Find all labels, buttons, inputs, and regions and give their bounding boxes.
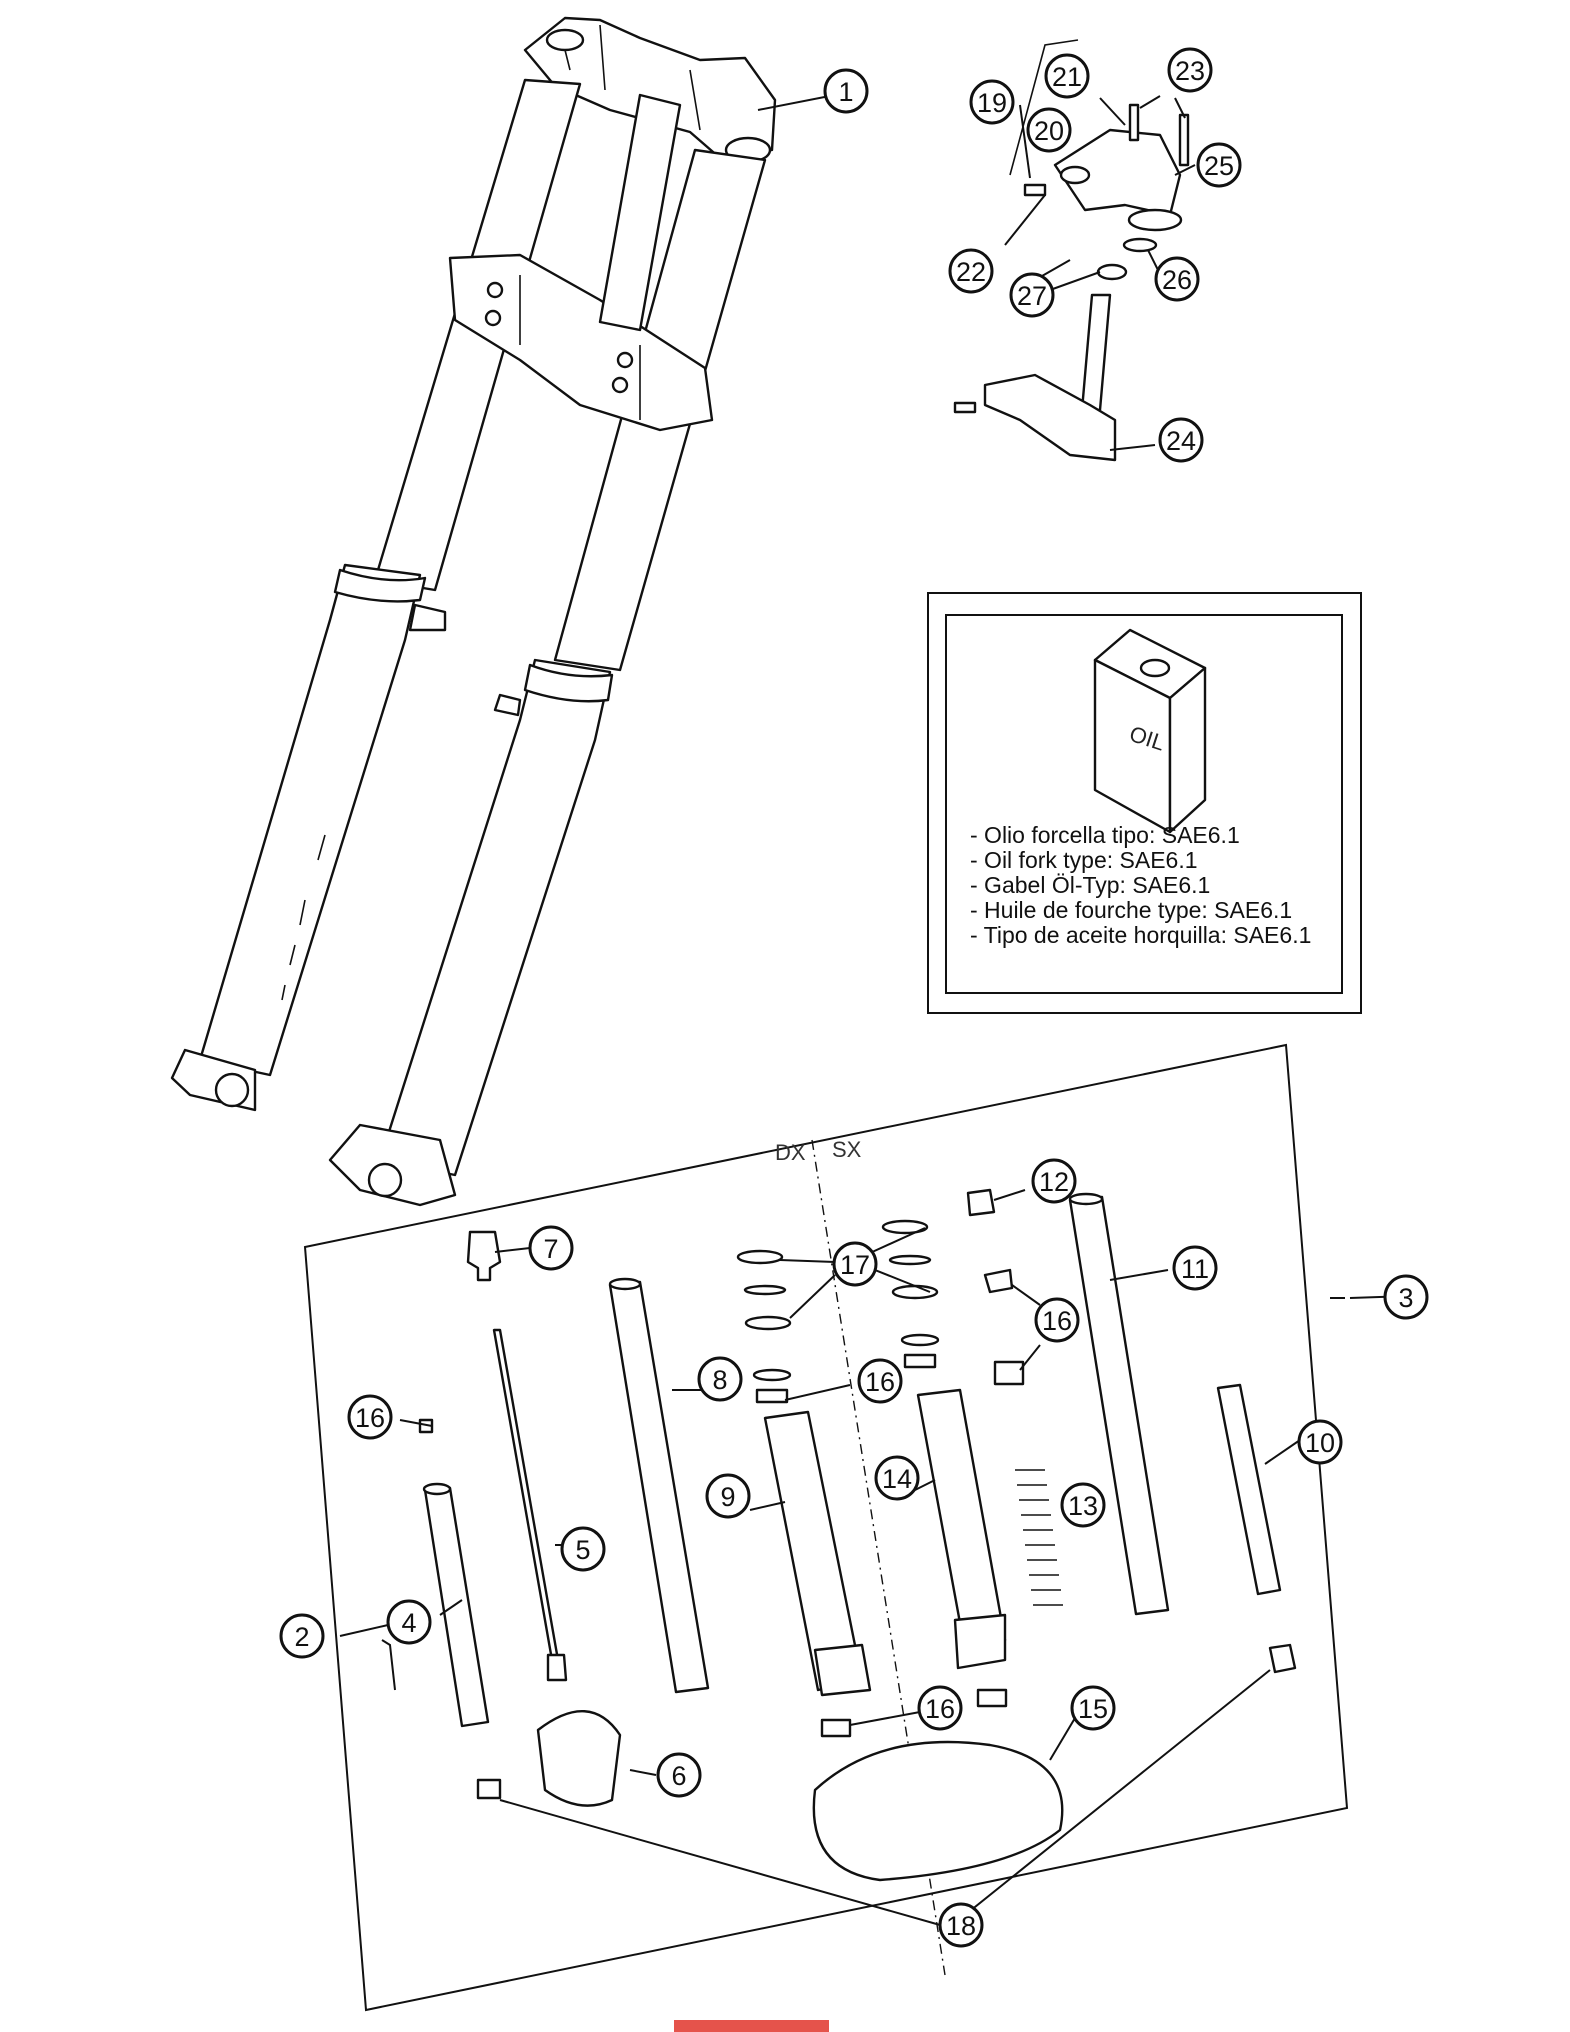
svg-text:7: 7 <box>543 1234 558 1264</box>
part-7-cap <box>466 1230 502 1282</box>
part-10-cartridge <box>1216 1383 1282 1596</box>
oil-note-line-es: - Tipo de aceite horquilla: SAE6.1 <box>970 922 1311 948</box>
svg-text:26: 26 <box>1162 265 1192 295</box>
stem-shaft <box>1080 293 1112 412</box>
svg-text:19: 19 <box>977 88 1007 118</box>
part-13-spring <box>1015 1469 1063 1606</box>
callout-13: 13 <box>1060 1482 1106 1528</box>
callout-2: 2 <box>279 1613 325 1659</box>
lower-triple-clamp <box>448 253 714 432</box>
callout-16-right: 16 <box>1034 1297 1080 1343</box>
svg-text:23: 23 <box>1175 56 1205 86</box>
svg-text:6: 6 <box>671 1761 686 1791</box>
callout-4: 4 <box>386 1599 432 1645</box>
svg-text:5: 5 <box>575 1535 590 1565</box>
svg-text:10: 10 <box>1305 1428 1335 1458</box>
svg-text:16: 16 <box>355 1403 385 1433</box>
oil-note-line-de: - Gabel Öl-Typ: SAE6.1 <box>970 872 1210 898</box>
steering-stem-exploded <box>953 39 1190 462</box>
callout-5: 5 <box>560 1526 606 1572</box>
svg-text:15: 15 <box>1078 1694 1108 1724</box>
svg-text:2: 2 <box>294 1622 309 1652</box>
callout-25: 25 <box>1196 142 1242 188</box>
svg-text:13: 13 <box>1068 1491 1098 1521</box>
callout-19: 19 <box>969 79 1015 125</box>
callout-21: 21 <box>1044 53 1090 99</box>
svg-text:16: 16 <box>1042 1306 1072 1336</box>
callout-22: 22 <box>948 248 994 294</box>
svg-text:21: 21 <box>1052 62 1082 92</box>
callout-23: 23 <box>1167 47 1213 93</box>
svg-text:16: 16 <box>865 1367 895 1397</box>
callout-16-middle: 16 <box>857 1358 903 1404</box>
accent-tab <box>674 2020 829 2032</box>
svg-text:12: 12 <box>1039 1167 1069 1197</box>
svg-text:24: 24 <box>1166 426 1196 456</box>
part-6-valve-kit <box>536 1710 622 1807</box>
callout-18: 18 <box>938 1902 984 1948</box>
part-4-cartridge <box>423 1486 490 1728</box>
svg-text:17: 17 <box>840 1250 870 1280</box>
callout-14: 14 <box>874 1455 920 1501</box>
svg-text:14: 14 <box>882 1464 912 1494</box>
part-5-damper-rod <box>492 1328 560 1662</box>
upper-triple-clamp <box>523 16 777 160</box>
callout-1: 1 <box>823 68 869 114</box>
oil-note-line-it: - Olio forcella tipo: SAE6.1 <box>970 822 1240 848</box>
oil-note-panel: OIL - Olio forcella tipo: SAE6.1 - Oil f… <box>927 592 1362 1014</box>
svg-text:1: 1 <box>838 77 853 107</box>
callout-20: 20 <box>1026 107 1072 153</box>
callout-26: 26 <box>1154 256 1200 302</box>
svg-text:4: 4 <box>401 1608 416 1638</box>
svg-text:18: 18 <box>946 1911 976 1941</box>
svg-text:8: 8 <box>712 1365 727 1395</box>
svg-text:9: 9 <box>720 1482 735 1512</box>
callout-10: 10 <box>1297 1419 1343 1465</box>
callout-7: 7 <box>528 1225 574 1271</box>
part-14-outer-leg <box>916 1388 1007 1652</box>
callout-27: 27 <box>1009 272 1055 318</box>
fork-slider-right <box>378 658 612 1177</box>
callout-16-bottom: 16 <box>917 1685 963 1731</box>
callout-11: 11 <box>1172 1245 1218 1291</box>
svg-text:11: 11 <box>1181 1254 1209 1284</box>
svg-text:25: 25 <box>1204 151 1234 181</box>
upper-clamp-small <box>1053 128 1182 217</box>
oil-note-line-fr: - Huile de fourche type: SAE6.1 <box>970 897 1292 923</box>
callout-3: 3 <box>1383 1274 1429 1320</box>
callout-8: 8 <box>697 1356 743 1402</box>
svg-text:20: 20 <box>1034 116 1064 146</box>
part-15-valve-kit <box>812 1740 1064 1882</box>
side-label-sx: SX <box>832 1137 862 1162</box>
oil-note-line-en: - Oil fork type: SAE6.1 <box>970 847 1198 873</box>
svg-text:22: 22 <box>956 257 986 287</box>
svg-text:27: 27 <box>1017 281 1047 311</box>
callout-24: 24 <box>1158 417 1204 463</box>
callout-17: 17 <box>832 1241 878 1287</box>
callout-6: 6 <box>656 1752 702 1798</box>
callout-12: 12 <box>1031 1158 1077 1204</box>
part-11-inner-tube <box>1068 1195 1170 1616</box>
callout-15: 15 <box>1070 1685 1116 1731</box>
svg-text:16: 16 <box>925 1694 955 1724</box>
lower-clamp-small <box>983 373 1117 462</box>
part-8-inner-tube <box>608 1280 710 1694</box>
svg-text:3: 3 <box>1398 1283 1413 1313</box>
fork-slider-left <box>198 563 422 1077</box>
part-12-cap <box>966 1188 996 1217</box>
side-label-dx: DX <box>775 1140 806 1165</box>
fork-assembly <box>170 16 777 1207</box>
oil-can-icon: OIL <box>1093 628 1207 834</box>
callout-9: 9 <box>705 1473 751 1519</box>
callout-16-left: 16 <box>347 1394 393 1440</box>
